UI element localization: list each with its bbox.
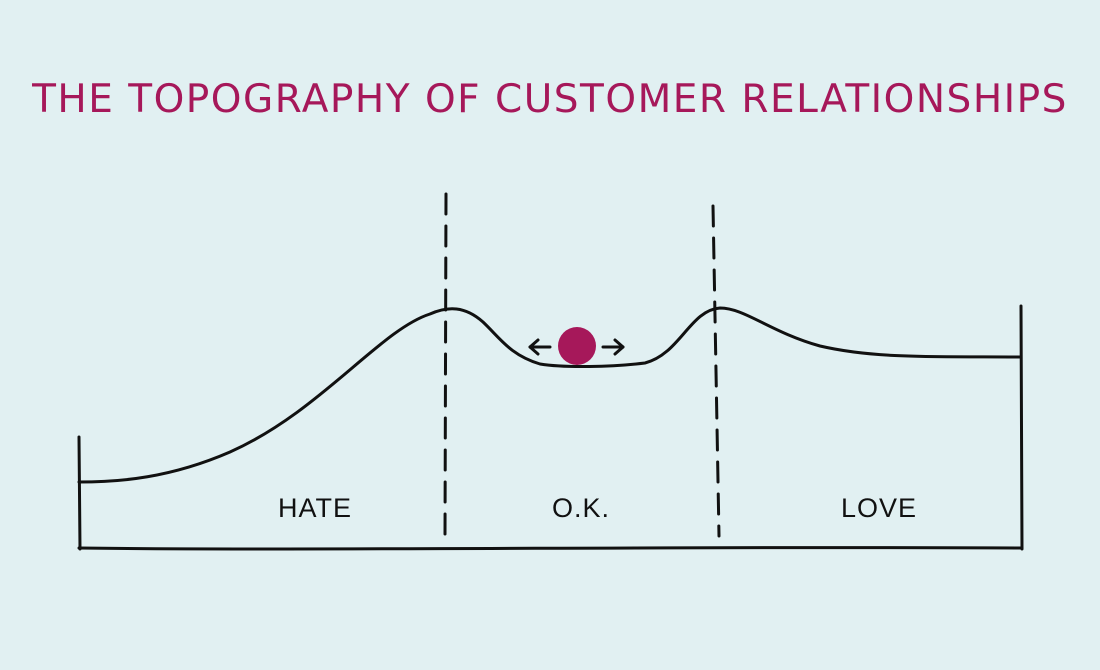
region-label-ok: O.K. [552,493,610,523]
terrain-curve [77,306,1023,484]
diagram-title: THE TOPOGRAPHY OF CUSTOMER RELATIONSHIPS [31,77,1068,122]
ball-marker [528,327,625,365]
baseline [77,546,1024,551]
right-post [1019,304,1024,551]
region-label-love: LOVE [841,493,917,523]
ball [558,327,596,365]
left-arrow-icon [528,338,552,356]
region-label-hate: HATE [278,493,352,523]
diagram-frame [77,304,1024,551]
divider-hate-ok [443,192,448,538]
right-arrow-icon [601,338,625,356]
left-post [77,435,82,551]
divider-ok-love [711,204,721,538]
